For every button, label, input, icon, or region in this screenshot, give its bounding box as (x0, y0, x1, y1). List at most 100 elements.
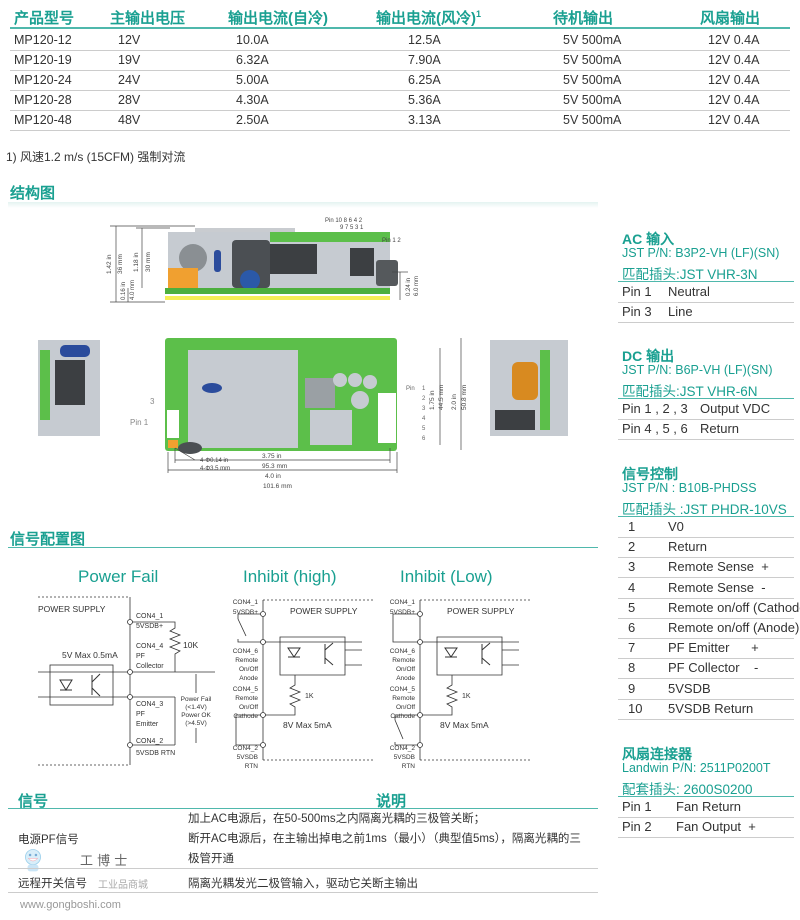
inhibit_low-rtn: RTN (402, 763, 416, 770)
connector-ac-title: AC 输入 (622, 231, 675, 247)
power-fail-circuit: Power Fail POWER SUPPLY CON4_1 5VSDB+ 10… (38, 567, 215, 766)
dc-pin-number: 3 (422, 406, 426, 412)
col-header-current-fan: 输出电流(风冷)1 (376, 7, 481, 28)
pf-con4-3: CON4_3 (136, 701, 163, 708)
connector-fan-title: 风扇连接器 (622, 746, 692, 762)
dim-h3-in: 0.16 in (121, 282, 127, 300)
dim-h4-mm: 6.0 mm (414, 276, 420, 296)
section-title-structure: 结构图 (10, 185, 56, 202)
connector-sig-pin: 7 (628, 640, 636, 656)
inhibit_high-con4-2: CON4_2 (233, 745, 259, 752)
connector-sig-pin: 9 (628, 680, 636, 696)
connector-sig-pin: 1 (628, 519, 636, 534)
width1-mm: 44.5 mm (438, 385, 445, 410)
spec-cell: 5V 500mA (563, 93, 622, 107)
inhibit_low-max-current: 8V Max 5mA (440, 720, 489, 730)
col-header-signal: 信号 (18, 793, 49, 810)
inhibit_low-5vsdb-rtn: 5VSDB (394, 754, 415, 761)
length2-mm: 101.6 mm (263, 483, 292, 490)
dim-h4-in: 0.24 in (406, 278, 412, 296)
connector-dc-pin: Pin 4 , 5 , 6 (622, 421, 688, 436)
connector-dc-mate: 匹配插头:JST VHR-6N (622, 384, 758, 399)
connector-ac-pn: JST P/N: B3P2-VH (LF)(SN) (622, 246, 780, 260)
spec-cell: 2.50A (236, 113, 269, 127)
spec-cell: 12V 0.4A (708, 113, 760, 127)
svg-text:2.0 in: 2.0 in (451, 394, 458, 410)
side-view: 1.42 in 36 mm 1.18 in 30 mm 0.16 in 4.0 … (106, 218, 420, 303)
connector-sig-pin: 6 (628, 620, 636, 635)
width1-in: 1.75 in (429, 390, 436, 410)
connector-ac-function: Line (668, 304, 693, 319)
inhibit_low-con4-2: CON4_2 (390, 745, 416, 752)
connector-fan-pin: Pin 2 (622, 819, 652, 834)
inhibit_high-con4-6: CON4_6 (233, 648, 259, 655)
dc-pin-number: 6 (422, 436, 426, 442)
spec-cell: 5V 500mA (563, 113, 622, 127)
spec-cell: MP120-19 (14, 53, 72, 67)
inhibit_low-remote-2: Remote (392, 695, 415, 702)
inhibit_high-con4-1: CON4_1 (233, 599, 259, 606)
inhibit_high-5vsdb-rtn: 5VSDB (237, 754, 258, 761)
connector-dc-title: DC 输出 (622, 348, 675, 364)
length1-mm: 95.3 mm (262, 463, 287, 470)
length1-in: 3.75 in (262, 453, 282, 460)
col-header-standby: 待机输出 (553, 10, 614, 27)
length2-in: 4.0 in (265, 473, 281, 480)
signal-name-pf: 电源PF信号 (18, 834, 79, 846)
connector-sig-function: PF Emitter + (668, 640, 759, 656)
inhibit_low-anode: Anode (396, 675, 415, 682)
spec-cell: 5.36A (408, 93, 441, 107)
connector-fan-pin: Pin 1 (622, 799, 652, 814)
inhibit_high-remote-2: Remote (235, 695, 258, 702)
connector-sig-pin: 2 (628, 539, 636, 555)
watermark-brand: 工 博 士 (80, 854, 128, 869)
spec-cell: MP120-48 (14, 113, 72, 127)
spec-cell: MP120-28 (14, 93, 72, 107)
inhibit_low-con4-1: CON4_1 (390, 599, 416, 606)
inhibit_high-onoff: On/Off (239, 666, 258, 673)
spec-cell: 7.90A (408, 53, 441, 67)
watermark-sub: 工业品商城 (98, 880, 148, 891)
pf-collector: Collector (136, 663, 164, 670)
hole-dim-mm: 4-Φ3.5 mm (200, 466, 230, 472)
pf-fail-label: Power Fail (181, 696, 212, 703)
dim-h2-mm: 30 mm (145, 252, 152, 272)
connector-dc-function: Return (700, 421, 740, 436)
inhibit_high-remote: Remote (235, 657, 258, 664)
desc-remote: 隔离光耦发光二极管输入，驱动它关断主输出 (188, 878, 418, 890)
connector-dc-pin: Pin 1 , 2 , 3 (622, 401, 688, 416)
footnote-marker: 1 (476, 9, 482, 19)
ac-pin-1: Pin 1 (130, 418, 149, 427)
inhibit_low-5vsdb: 5VSDB+ (390, 609, 415, 616)
connector-ac-function: Neutral (668, 284, 710, 299)
connector-sig-pin: 10 (628, 700, 643, 716)
inhibit_low-cathode: Cathode (390, 713, 415, 720)
dim-height-in: 1.42 in (106, 254, 113, 274)
ac-pin-3: 3 (150, 397, 155, 406)
pf-5vsdb-rtn: 5VSDB RTN (136, 750, 175, 757)
pin-numbers-bottom: 9 7 5 3 1 (340, 225, 364, 231)
pf-ok-label: Power OK (181, 712, 211, 719)
connector-sig-function: Remote Sense + (668, 559, 769, 575)
col-header-current-fan-label: 输出电流(风冷) (376, 10, 476, 27)
connector-sig-title: 信号控制 (622, 466, 678, 482)
spec-cell: 10.0A (236, 33, 269, 47)
connector-sig-function: Return (668, 539, 708, 555)
col-header-description: 说明 (376, 793, 407, 810)
svg-text:1.42 in: 1.42 in (106, 254, 113, 274)
left-end-view (38, 340, 100, 436)
spec-cell: 19V (118, 53, 141, 67)
connector-sig-pin: 8 (628, 660, 636, 676)
spec-cell: 12V 0.4A (708, 93, 760, 107)
svg-text:36 mm: 36 mm (117, 254, 124, 274)
mascot-logo (25, 849, 41, 872)
connector-sig-function: 5VSDB (668, 680, 711, 696)
connector-dc-pn: JST P/N: B6P-VH (LF)(SN) (622, 363, 773, 377)
dc-pin-number: 1 (422, 386, 426, 392)
pin-12-label: Pin 1 2 (382, 238, 401, 244)
spec-cell: 5V 500mA (563, 33, 622, 47)
spec-cell: 12.5A (408, 33, 441, 47)
section-title-signal-config: 信号配置图 (10, 531, 86, 548)
inhibit_high-resistor: 1K (305, 693, 314, 700)
pf-con4-1: CON4_1 (136, 613, 163, 620)
